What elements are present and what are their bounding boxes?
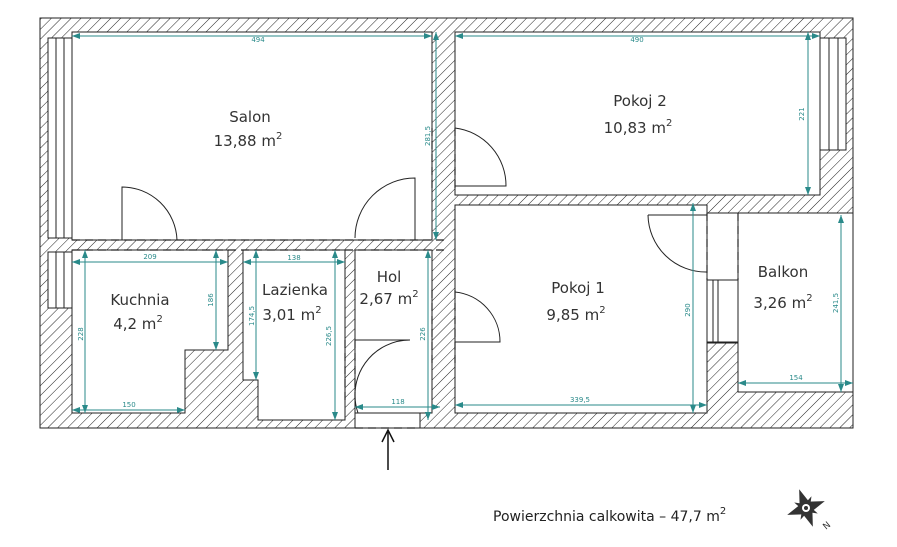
dim-pokoj2-height: 221 — [798, 107, 806, 120]
dim-hol-height: 226 — [419, 327, 427, 341]
room-area-lazienka: 3,01 m2 — [262, 305, 321, 324]
compass-north-label: N — [822, 520, 834, 532]
dim-lazienka-height: 226,5 — [325, 326, 333, 346]
room-pokoj-1 — [454, 204, 708, 414]
room-balkon — [737, 212, 854, 393]
entrance-arrow-icon — [381, 428, 395, 470]
room-area-salon: 13,88 m2 — [214, 131, 283, 150]
room-area-balkon: 3,26 m2 — [753, 293, 812, 312]
dim-kuchnia-height: 228 — [77, 327, 85, 340]
dim-pokoj1-width: 339,5 — [570, 396, 590, 404]
dimension-lines — [72, 32, 853, 420]
room-area-pokoj-1: 9,85 m2 — [546, 305, 605, 324]
room-label-hol: Hol — [377, 268, 402, 286]
room-area-pokoj-2: 10,83 m2 — [604, 118, 673, 137]
dim-balkon-width: 154 — [789, 374, 803, 382]
room-label-salon: Salon — [229, 108, 271, 126]
room-area-hol: 2,67 m2 — [359, 289, 418, 308]
room-label-pokoj-2: Pokoj 2 — [613, 92, 667, 110]
room-pokoj-2 — [454, 31, 821, 196]
room-label-kuchnia: Kuchnia — [110, 291, 169, 309]
dim-kuchnia-width-bottom: 150 — [122, 401, 135, 409]
dim-kuchnia-width-top: 209 — [143, 253, 156, 261]
dim-pokoj2-width: 490 — [630, 36, 643, 44]
windows — [47, 37, 847, 429]
dim-kuchnia-height-right: 186 — [207, 293, 215, 307]
room-label-balkon: Balkon — [758, 263, 809, 281]
total-area: Powierzchnia calkowita – 47,7 m2 — [493, 506, 726, 525]
dim-salon-height: 281,5 — [424, 126, 432, 146]
room-label-pokoj-1: Pokoj 1 — [551, 279, 605, 297]
room-label-lazienka: Lazienka — [262, 281, 328, 299]
compass-icon: N — [787, 489, 834, 532]
room-salon — [71, 31, 433, 241]
dim-lazienka-height-left: 174,5 — [248, 306, 256, 326]
room-hol — [354, 249, 433, 414]
dim-lazienka-width: 138 — [287, 254, 300, 262]
dim-hol-width: 118 — [391, 398, 404, 406]
dim-pokoj1-height: 290 — [684, 303, 692, 316]
dim-balkon-height: 241,5 — [832, 293, 840, 313]
dim-salon-width: 494 — [251, 36, 265, 44]
room-area-kuchnia: 4,2 m2 — [113, 314, 163, 333]
